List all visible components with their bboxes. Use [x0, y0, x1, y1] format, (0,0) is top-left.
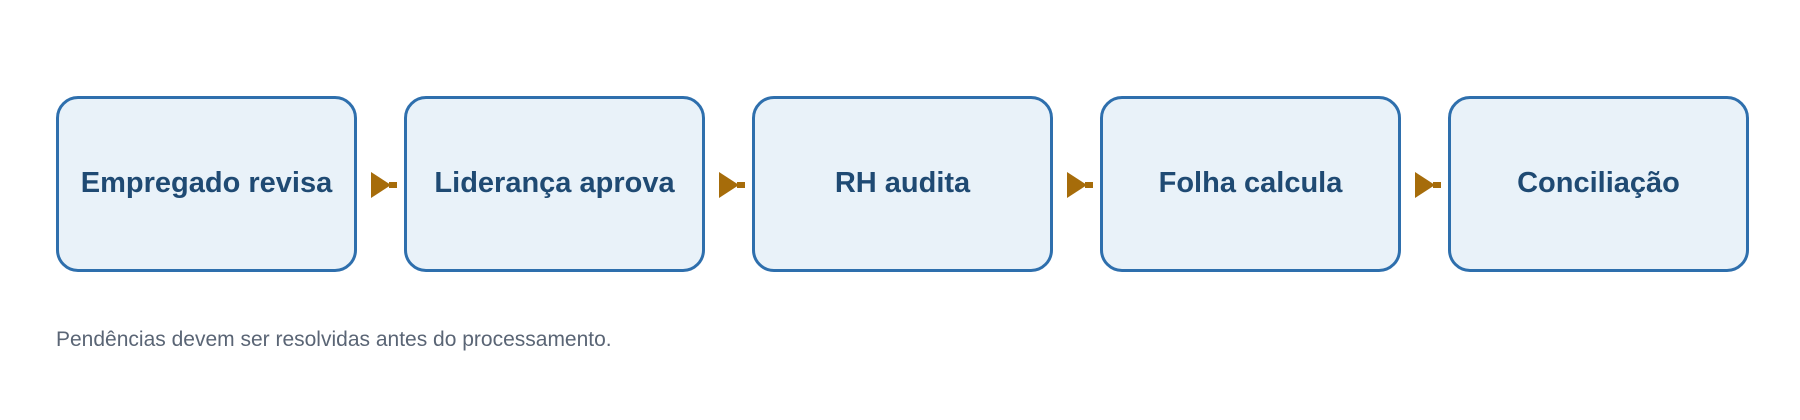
arrow-right-icon: [1067, 172, 1093, 198]
footnote-text: Pendências devem ser resolvidas antes do…: [56, 328, 612, 351]
step-rh-audita: RH audita: [752, 96, 1053, 272]
step-lideranca-aprova: Liderança aprova: [404, 96, 705, 272]
step-conciliacao: Conciliação: [1448, 96, 1749, 272]
arrow-right-icon: [1415, 172, 1441, 198]
step-empregado-revisa: Empregado revisa: [56, 96, 357, 272]
step-label: Folha calcula: [1158, 167, 1343, 200]
step-label: RH audita: [834, 167, 971, 200]
step-label: Conciliação: [1517, 167, 1680, 200]
step-folha-calcula: Folha calcula: [1100, 96, 1401, 272]
arrow-right-icon: [371, 172, 397, 198]
step-label: Empregado revisa: [80, 167, 333, 200]
arrow-right-icon: [719, 172, 745, 198]
step-label: Liderança aprova: [434, 167, 675, 200]
process-flow: Empregado revisa Liderança aprova RH aud…: [56, 96, 1752, 276]
